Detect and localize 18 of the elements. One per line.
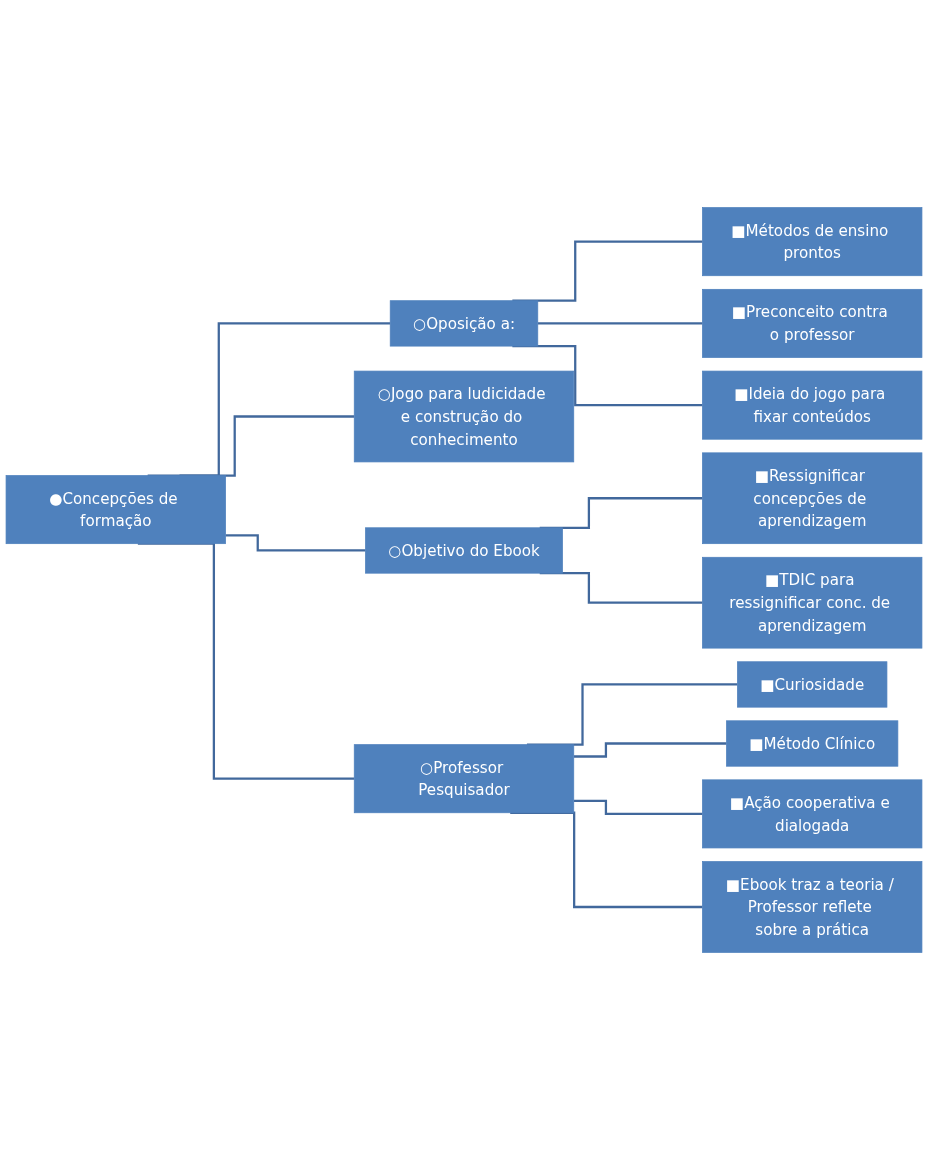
node-box: ■Preconceito contra o professor: [702, 288, 923, 358]
connector: [573, 799, 703, 816]
node-box: ■Ideia do jogo para fixar conteúdos: [702, 370, 923, 440]
connector: [537, 322, 703, 325]
node-box: ■TDIC para ressignificar conc. de aprendizagem: [702, 556, 923, 649]
connector: [573, 742, 727, 758]
node-box: ■Método Clínico: [726, 720, 899, 767]
node-box: ■Curiosidade: [737, 661, 888, 708]
node-box: ■Ressignificar concepções de aprendizagem: [702, 452, 923, 545]
node-box: ○Professor Pesquisador: [353, 744, 575, 814]
node-box: ■Ebook traz a teoria / Professor reflete sobre a prática: [702, 861, 923, 953]
node-box: ■Ação cooperativa e dialogada: [702, 779, 923, 849]
node-box: ○Objetivo do Ebook: [365, 527, 563, 574]
node-box: ○Oposição a:: [389, 300, 539, 347]
node-box: ●Concepções de formação: [5, 475, 226, 545]
node-box: ■Métodos de ensino prontos: [702, 207, 923, 277]
node-box: ○Jogo para ludicidade e construção do conhecimento: [353, 370, 575, 463]
connector: [225, 534, 366, 552]
